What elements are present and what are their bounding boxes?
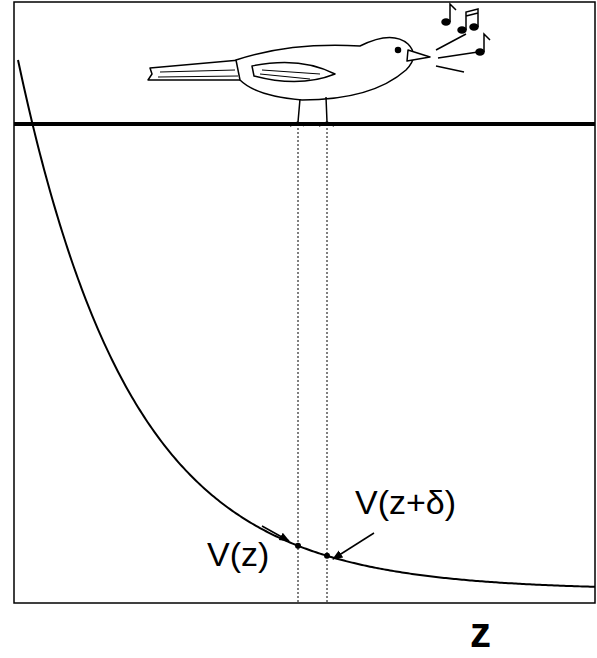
bird-tail [148, 60, 242, 80]
dotted-guide [298, 128, 299, 603]
note-head [476, 49, 484, 55]
curve-point [295, 543, 301, 549]
tail-feathers [158, 70, 238, 77]
value-label: V(z) [207, 537, 269, 571]
bird-leg [319, 97, 334, 126]
wire [14, 122, 595, 126]
wing-feathers [260, 70, 320, 79]
bird-wing [252, 62, 335, 81]
bird [148, 37, 430, 126]
pointer-arrow [333, 533, 374, 559]
value-label: V(z+δ) [355, 485, 456, 519]
song-notes [436, 4, 490, 72]
note-stem [484, 34, 490, 52]
note-head [442, 19, 450, 25]
note-head [458, 27, 466, 33]
potential-curve-group [18, 60, 595, 603]
dotted-guide [327, 128, 328, 603]
curve-point [324, 553, 330, 559]
axis-label: z [470, 612, 491, 654]
bird-eye [396, 48, 401, 53]
note-beam [466, 9, 478, 30]
note-stem [450, 4, 456, 22]
plot-frame [14, 2, 595, 603]
potential-curve [18, 60, 595, 587]
bird-body [236, 37, 414, 100]
song-lines [436, 34, 478, 72]
bird-leg [290, 99, 304, 126]
bird-beak [407, 50, 430, 61]
note-head [470, 24, 478, 30]
